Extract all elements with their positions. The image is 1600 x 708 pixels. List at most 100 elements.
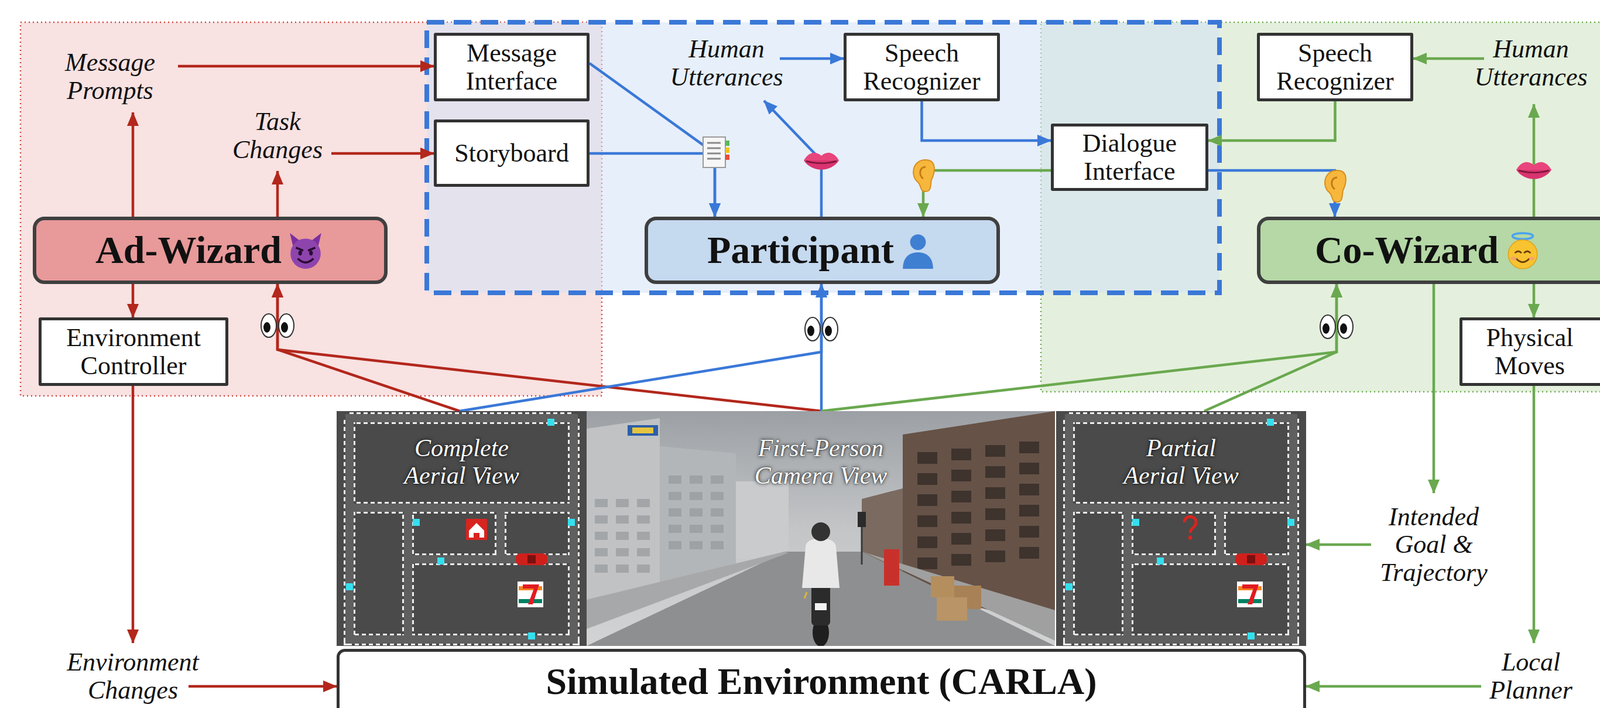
role-box: Co-Wizard	[1256, 216, 1600, 284]
store-mark	[1242, 584, 1259, 605]
devil-eye	[309, 250, 313, 256]
road	[1123, 507, 1132, 640]
window	[636, 564, 650, 573]
waypoint-marker	[1266, 418, 1274, 426]
angel-cheek	[1510, 256, 1517, 260]
brick-window	[917, 557, 938, 570]
eye-pupil	[824, 325, 832, 337]
motorcycle-body	[811, 584, 831, 626]
license-plate	[814, 603, 827, 611]
angel-face	[1508, 239, 1538, 269]
controller-box: Physical Moves	[1459, 317, 1600, 386]
node-text: Physical Moves	[1469, 323, 1591, 380]
brick-window	[1019, 546, 1040, 559]
speech-recognizer-box: Speech Recognizer	[1256, 32, 1414, 102]
brick-window	[951, 490, 972, 503]
brick-window	[951, 469, 972, 482]
eyes-icon	[804, 317, 838, 341]
waypoint-marker	[1287, 518, 1295, 526]
window	[689, 508, 703, 517]
document-tab	[725, 154, 730, 160]
eye-white	[261, 313, 277, 338]
car-body	[1235, 553, 1267, 565]
flow-arrow	[1306, 543, 1372, 547]
window	[710, 524, 724, 533]
flow-label: Human Utterances	[669, 35, 783, 91]
document-tab	[725, 147, 730, 153]
window	[615, 564, 629, 573]
eye-pupil	[1340, 323, 1348, 334]
eye-pupil	[281, 321, 289, 333]
eye-white	[278, 313, 294, 338]
flow-label: Local Planner	[1489, 648, 1573, 704]
node-text: Complete Aerial View	[395, 434, 528, 490]
map-ground	[1056, 410, 1307, 646]
road	[496, 507, 505, 560]
window	[636, 515, 650, 524]
node-text: Speech Recognizer	[853, 39, 990, 95]
brick-window	[985, 466, 1006, 478]
road-edge	[1069, 418, 1294, 640]
waypoint-marker	[547, 418, 555, 426]
store-icon	[1237, 581, 1263, 608]
flow-label: Task Changes	[232, 107, 323, 164]
connector-arrow	[131, 283, 135, 318]
map-ground	[336, 410, 587, 646]
window	[689, 475, 703, 484]
node-text: Co-Wizard	[1314, 228, 1499, 272]
document-line	[707, 158, 721, 160]
store-mark	[522, 584, 540, 605]
connector-arrow	[820, 283, 824, 411]
window	[689, 491, 703, 500]
brick-window	[951, 553, 972, 566]
flow-arrow	[1532, 104, 1536, 217]
window	[710, 475, 724, 484]
connector-arrow	[821, 283, 1337, 411]
road	[408, 554, 574, 564]
eye-white	[822, 317, 838, 341]
window	[710, 508, 724, 517]
window	[668, 475, 682, 484]
car-body	[515, 553, 548, 565]
interface-box: Storyboard	[433, 119, 590, 187]
brick-window	[1019, 504, 1040, 517]
role-box: Ad-Wizard	[32, 216, 388, 284]
window	[636, 498, 650, 507]
window	[668, 524, 682, 533]
car-icon	[515, 553, 548, 565]
node-text: First-Person Camera View	[746, 434, 896, 490]
eye-pupil	[263, 321, 271, 333]
connector-arrow	[1208, 170, 1335, 217]
brick-window	[985, 508, 1006, 520]
flow-label: Human Utterances	[1474, 35, 1588, 91]
fog-sky	[586, 410, 1055, 646]
store-icon	[517, 581, 544, 608]
car-icon	[1235, 553, 1267, 565]
flow-arrow	[779, 57, 844, 61]
connector-arrow	[922, 101, 1052, 141]
eye-pupil	[807, 325, 815, 337]
house-shape	[468, 522, 485, 538]
waypoint-marker	[567, 518, 575, 526]
road	[349, 503, 574, 512]
node-text: Message Interface	[443, 39, 580, 95]
brick-window	[1019, 525, 1040, 538]
road-edge	[1069, 501, 1294, 514]
view-panel: Complete Aerial View	[336, 410, 587, 646]
car-window	[527, 554, 536, 564]
devil-brow	[295, 247, 315, 250]
document-line	[707, 152, 721, 155]
building	[586, 418, 660, 600]
view-panel: Partial Aerial View	[1056, 410, 1307, 646]
document-line	[707, 142, 721, 145]
flow-arrow	[131, 112, 135, 217]
connector-arrow	[923, 170, 1051, 217]
road-edge	[349, 418, 574, 640]
window	[594, 515, 608, 524]
node-text: Speech Recognizer	[1266, 39, 1404, 95]
eye-white	[1337, 314, 1353, 339]
connector-arrow	[589, 153, 715, 217]
eyes-icon	[261, 313, 294, 338]
brick-window	[1019, 441, 1040, 454]
brick-window	[917, 536, 938, 548]
